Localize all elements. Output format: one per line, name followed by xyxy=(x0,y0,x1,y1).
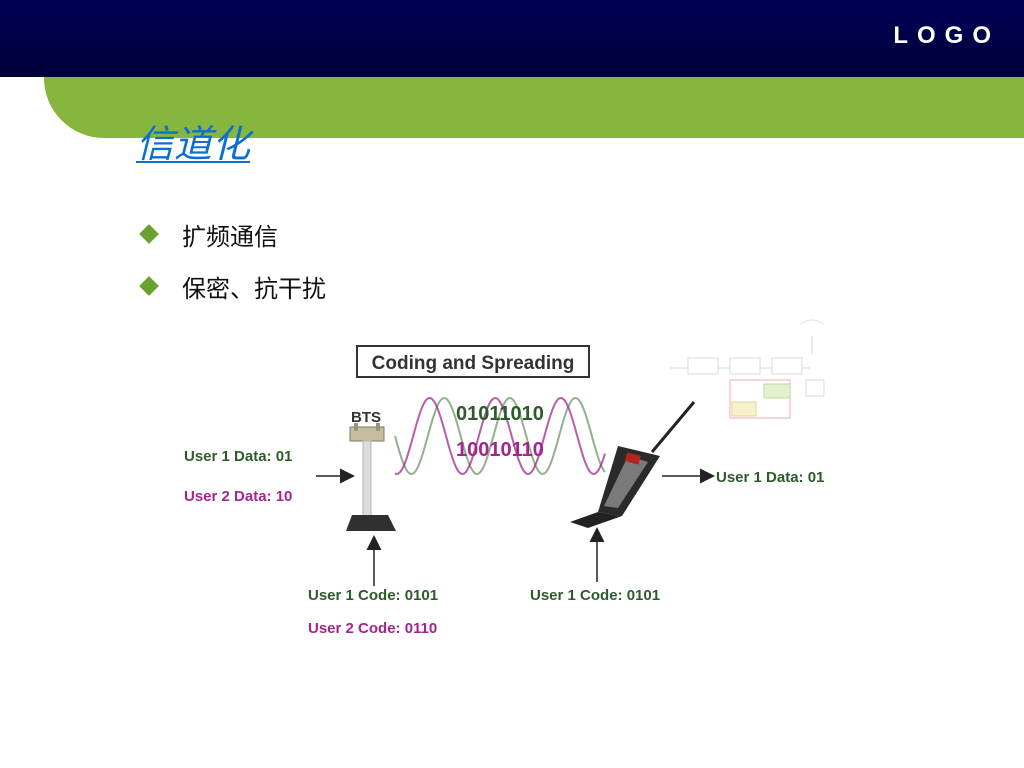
bullet-item: 扩频通信 xyxy=(138,208,326,260)
faded-block-diagram xyxy=(670,319,825,419)
bts-label: BTS xyxy=(351,409,381,426)
bullet-text: 保密、抗干扰 xyxy=(182,274,326,303)
spread-code-2: 10010110 xyxy=(456,439,544,461)
bullet-list: 扩频通信 保密、抗干扰 xyxy=(138,208,326,312)
user2-code-tx: User 2 Code: 0110 xyxy=(308,620,437,637)
user1-data-out: User 1 Data: 01 xyxy=(716,469,824,486)
coding-spreading-diagram: Coding and Spreading BTS 01011010 100101… xyxy=(184,319,825,637)
spread-code-1: 01011010 xyxy=(456,403,544,425)
diamond-bullet-icon xyxy=(139,224,159,244)
bullet-item: 保密、抗干扰 xyxy=(138,260,326,312)
signal-wave-2 xyxy=(394,396,606,476)
bullet-text: 扩频通信 xyxy=(182,222,278,251)
header-bar: LOGO xyxy=(0,0,1024,77)
user1-code-tx: User 1 Code: 0101 xyxy=(308,587,438,604)
user2-data-in: User 2 Data: 10 xyxy=(184,488,292,505)
bts-tower-icon xyxy=(346,423,396,531)
diagram-heading-box xyxy=(356,345,590,378)
user1-code-rx: User 1 Code: 0101 xyxy=(530,587,660,604)
user1-data-in: User 1 Data: 01 xyxy=(184,448,292,465)
mobile-phone-icon xyxy=(570,401,696,528)
green-band xyxy=(44,77,1024,138)
signal-wave-1 xyxy=(394,396,606,476)
slide-title: 信道化 xyxy=(136,122,251,166)
diamond-bullet-icon xyxy=(139,276,159,296)
logo: LOGO xyxy=(893,22,1000,49)
diagram-heading: Coding and Spreading xyxy=(372,353,575,374)
